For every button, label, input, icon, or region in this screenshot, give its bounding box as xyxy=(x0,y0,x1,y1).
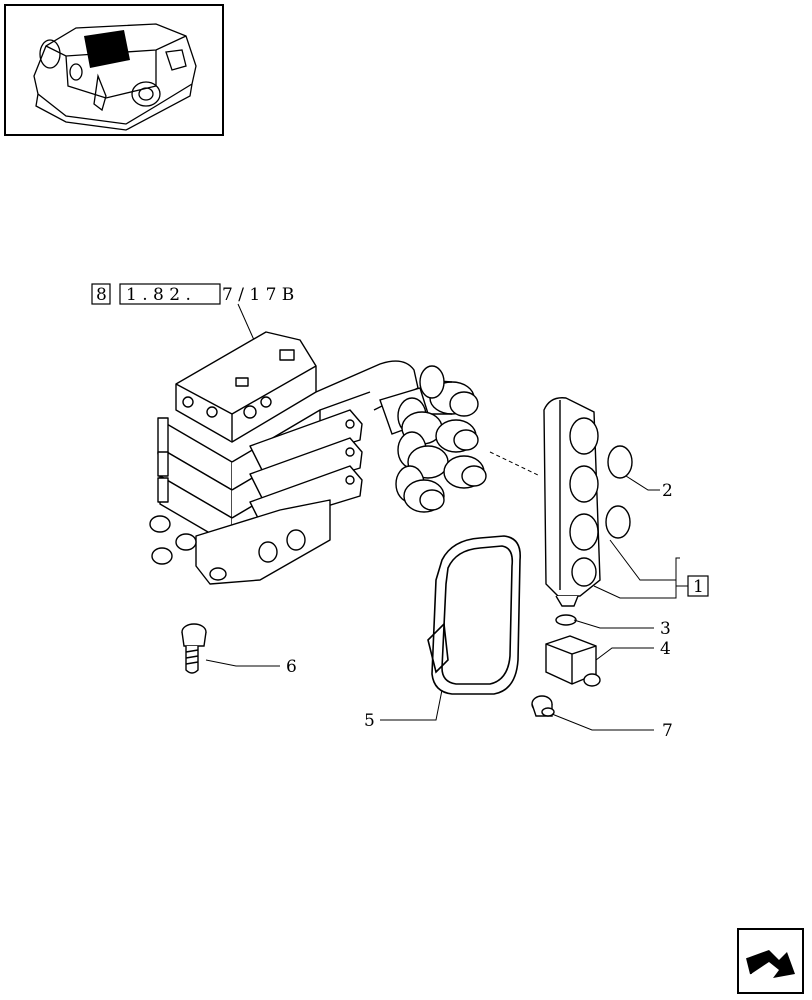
gasket-seal[interactable] xyxy=(427,535,521,695)
callout-6[interactable]: 6 xyxy=(286,657,297,677)
dust-caps[interactable] xyxy=(605,445,633,539)
callout-2[interactable]: 2 xyxy=(662,481,673,501)
reference-suffix: 7 / 1 7 B xyxy=(222,285,294,305)
connector-plug[interactable] xyxy=(545,635,601,687)
o-ring[interactable] xyxy=(555,614,577,626)
reference-section-number[interactable]: 8 xyxy=(96,285,107,305)
bushing[interactable] xyxy=(531,695,555,717)
location-thumbnail xyxy=(4,4,224,136)
callout-3[interactable]: 3 xyxy=(660,619,671,639)
callout-box-1 xyxy=(687,575,709,597)
next-page-button[interactable] xyxy=(737,928,804,994)
reference-group-number[interactable]: 1 . 8 2 . xyxy=(126,285,191,305)
callout-7[interactable]: 7 xyxy=(662,721,673,741)
callout-5[interactable]: 5 xyxy=(364,711,375,731)
next-page-arrow-icon xyxy=(746,950,795,978)
bolt[interactable] xyxy=(181,623,207,674)
leader-lines xyxy=(205,475,688,731)
alignment-dashed-line xyxy=(489,451,541,477)
reference-box-section xyxy=(91,283,111,305)
coupler-sockets[interactable] xyxy=(379,365,487,513)
socket-cover-housing[interactable] xyxy=(543,397,601,607)
reference-box-group xyxy=(119,283,221,305)
control-valve-assembly[interactable] xyxy=(149,331,419,585)
assembly-location-thumbnail-icon xyxy=(33,23,197,131)
reference-leader-line xyxy=(237,303,255,341)
callout-1[interactable]: 1 xyxy=(693,577,704,597)
callout-4[interactable]: 4 xyxy=(660,639,671,659)
